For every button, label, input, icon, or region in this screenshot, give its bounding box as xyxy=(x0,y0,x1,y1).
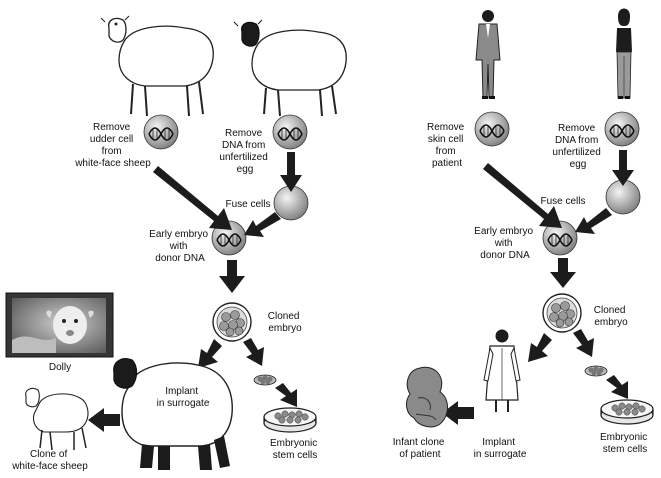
arrow-to-implant xyxy=(198,339,222,368)
label-embryonic-stem-human: Embryonic stem cells xyxy=(600,432,650,455)
human-panel: Remove skin cell from patient Remove DNA… xyxy=(393,8,654,460)
human-stem-cell-cluster-icon xyxy=(584,365,608,377)
human-arrows xyxy=(442,150,634,425)
infant-clone-icon xyxy=(406,366,448,428)
egg-dna-cell-icon xyxy=(272,114,308,150)
label-clone-sheep: Clone of white-face sheep xyxy=(11,449,88,472)
label-dolly: Dolly xyxy=(49,362,71,373)
human-cloned-embryo-icon xyxy=(542,293,582,333)
sheep-panel: Remove udder cell from white-face sheep … xyxy=(5,15,347,472)
female-donor-icon xyxy=(616,8,632,99)
white-face-sheep-icon xyxy=(100,15,214,117)
black-face-sheep-icon xyxy=(233,19,347,117)
human-egg-dna-cell-icon xyxy=(604,111,640,147)
label-early-embryo-sheep: Early embryo with donor DNA xyxy=(149,229,211,264)
label-infant-clone: Infant clone of patient xyxy=(393,437,448,460)
arrow-to-cluster xyxy=(243,338,264,366)
dolly-photo xyxy=(5,292,114,358)
clone-lamb-icon xyxy=(25,387,89,451)
arrow-to-human-cluster xyxy=(573,329,594,357)
arrow-human-egg-down xyxy=(612,150,634,186)
arrow-skin-to-embryo xyxy=(483,163,562,228)
label-remove-dna-sheep: Remove DNA from unfertilized egg xyxy=(219,128,270,175)
arrow-to-dish xyxy=(275,383,297,407)
arrow-to-human-cloned-embryo xyxy=(550,258,576,288)
skin-dna-cell-icon xyxy=(474,111,510,147)
label-embryonic-stem-sheep: Embryonic stem cells xyxy=(270,438,320,461)
label-cloned-embryo-human: Cloned embryo xyxy=(594,305,628,328)
human-petri-dish-icon xyxy=(600,399,654,425)
label-remove-skin: Remove skin cell from patient xyxy=(427,122,467,169)
arrow-egg-down xyxy=(280,152,302,192)
petri-dish-icon xyxy=(263,407,317,433)
label-implant-human: Implant in surrogate xyxy=(474,437,527,460)
stem-cell-cluster-icon xyxy=(253,374,277,386)
label-fuse-cells-sheep: Fuse cells xyxy=(225,199,270,210)
arrow-to-human-dish xyxy=(606,375,628,399)
sheep-arrows xyxy=(88,152,302,432)
arrow-to-infant xyxy=(442,401,474,425)
surrogate-woman-icon xyxy=(483,329,521,412)
label-fuse-cells-human: Fuse cells xyxy=(540,196,585,207)
arrow-to-clone xyxy=(88,408,120,432)
arrow-to-cloned-embryo xyxy=(219,260,245,293)
label-cloned-embryo-sheep: Cloned embryo xyxy=(268,311,302,334)
label-implant-sheep: Implant in surrogate xyxy=(157,386,210,409)
label-early-embryo-human: Early embryo with donor DNA xyxy=(474,226,536,261)
cloned-embryo-icon xyxy=(212,302,252,342)
arrow-fuse xyxy=(244,212,281,237)
arrow-to-human-implant xyxy=(528,333,552,362)
label-remove-dna-human: Remove DNA from unfertilized egg xyxy=(552,123,603,170)
label-remove-udder: Remove udder cell from white-face sheep xyxy=(74,122,151,169)
arrow-udder-to-embryo xyxy=(153,166,232,230)
udder-dna-cell-icon xyxy=(143,114,179,150)
male-patient-icon xyxy=(475,10,501,99)
surrogate-sheep-icon xyxy=(113,358,233,470)
arrow-human-fuse xyxy=(575,208,612,234)
